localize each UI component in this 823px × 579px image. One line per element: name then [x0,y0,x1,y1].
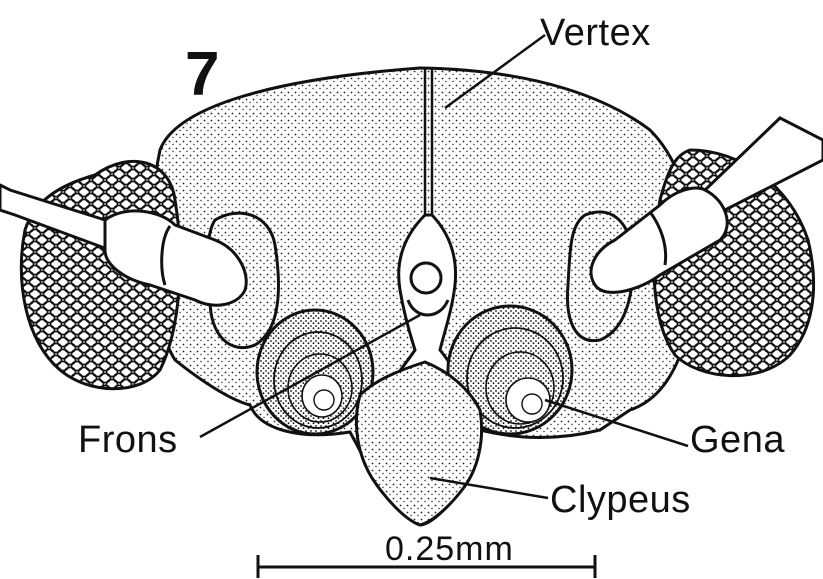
figure-number: 7 [185,40,219,109]
clypeus-shape [356,362,481,525]
label-clypeus: Clypeus [550,479,691,521]
scale-bar-label: 0.25mm [385,530,514,568]
label-frons: Frons [78,419,178,461]
label-gena: Gena [690,419,785,461]
median-ocellus [411,263,441,293]
label-vertex: Vertex [540,12,651,54]
scale-bar: 0.25mm [258,530,595,578]
